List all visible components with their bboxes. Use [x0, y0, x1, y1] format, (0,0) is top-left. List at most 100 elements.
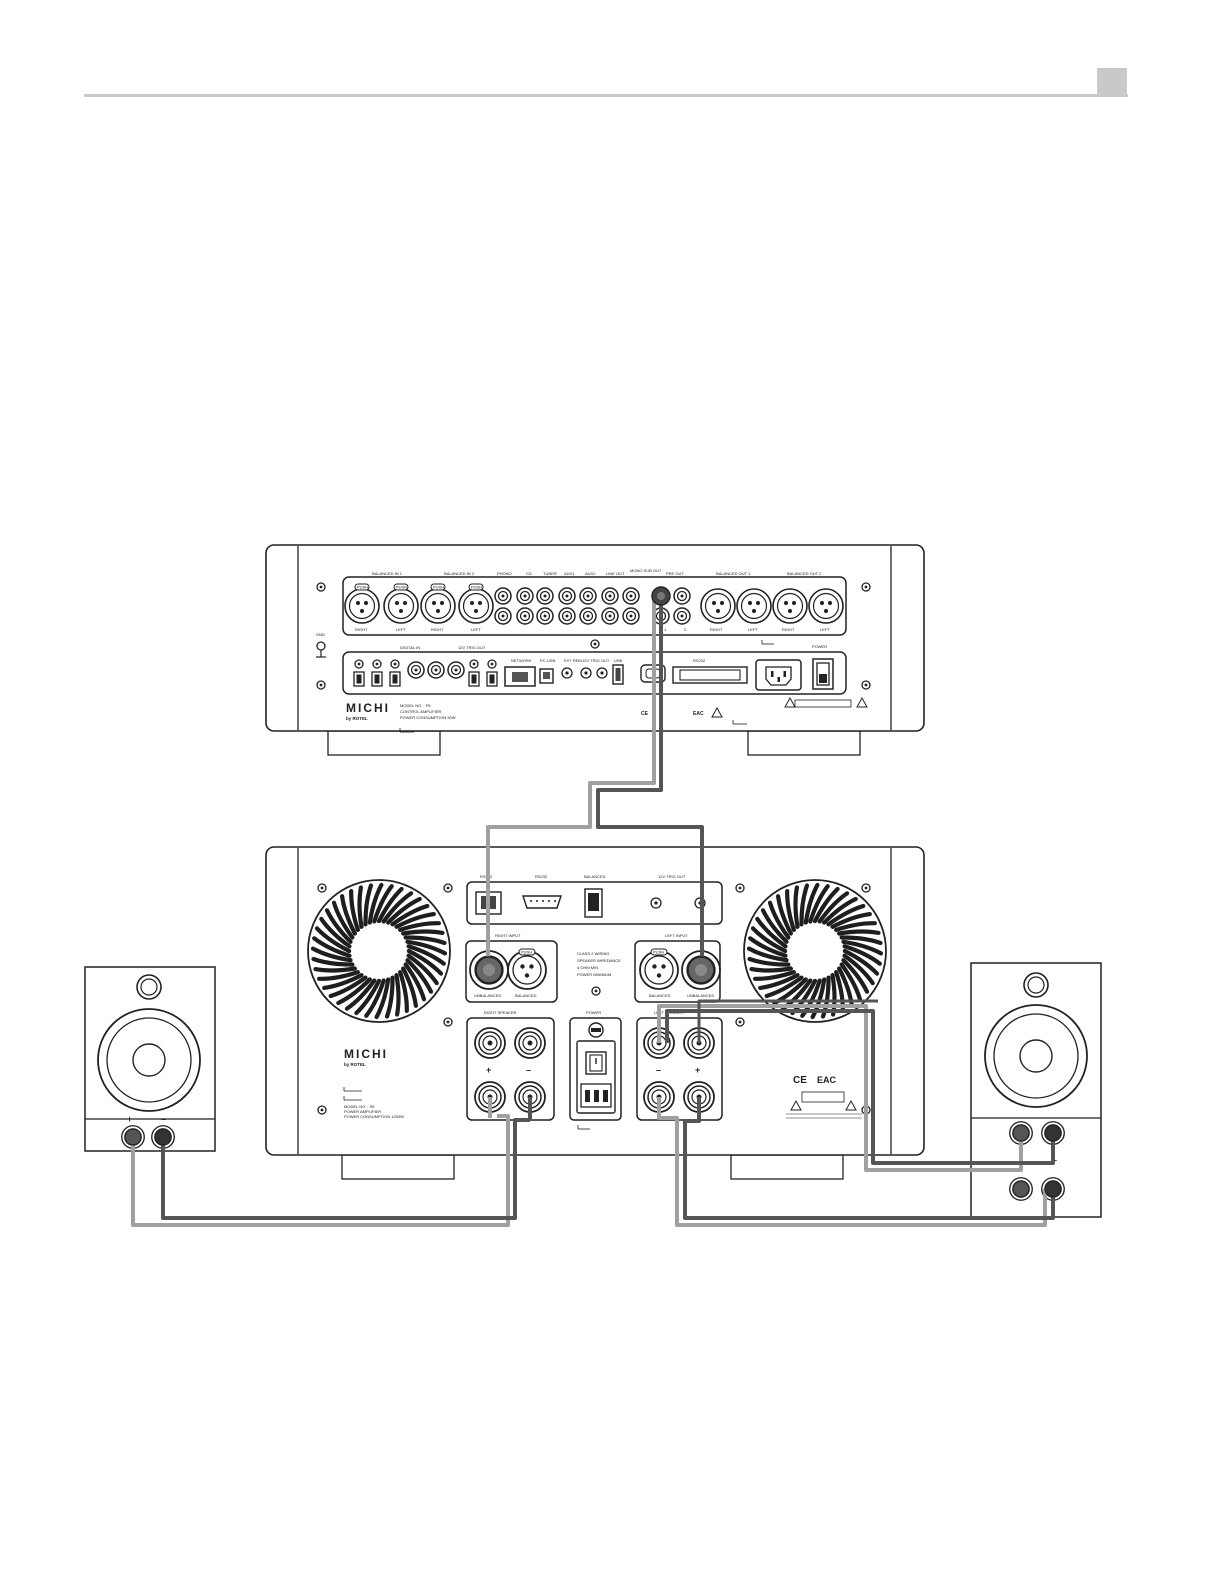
xlr-jack[interactable]: [420, 588, 456, 624]
preamp-type: CONTROL AMPLIFIER: [400, 709, 442, 714]
unbalanced-label: UNBALANCED: [474, 993, 501, 998]
fan-fin: [394, 973, 401, 1017]
fan-fin: [322, 973, 364, 990]
binding-post[interactable]: [474, 1027, 506, 1059]
label-pre-out: PRE OUT: [666, 571, 684, 576]
fan-fin: [767, 900, 791, 940]
balanced-label: BALANCED: [649, 993, 671, 998]
label-pc-usb: PC-USB: [540, 658, 555, 663]
right-input-label: RIGHT INPUT: [495, 933, 521, 938]
pre-out-2: 2: [684, 627, 687, 632]
amp-power-switch[interactable]: [585, 1051, 607, 1075]
hdmi-like-port-icon[interactable]: [672, 666, 748, 684]
screw: [316, 582, 326, 592]
fan-fin: [406, 948, 444, 976]
fan-fin: [405, 939, 448, 956]
fan-fin: [808, 884, 830, 924]
fan-fin: [357, 885, 364, 929]
right-speaker-cable: [124, 1097, 532, 1227]
left-input-xlr[interactable]: [639, 950, 679, 990]
label-mono-sub-out: MONO SUB OUT: [630, 568, 662, 573]
pc-usb-port-icon[interactable]: [539, 668, 554, 684]
label-ext-rem: EXT REM: [564, 658, 582, 663]
left-speaker-cable: [657, 999, 1062, 1227]
network-port-icon[interactable]: [504, 666, 536, 687]
xlr-out-label: LEFT: [820, 627, 830, 632]
preamp-logo-sub: by ROTEL: [346, 716, 368, 721]
usb-port-icon[interactable]: [612, 664, 624, 685]
minus-label: –: [526, 1065, 531, 1075]
fan-fin: [837, 929, 881, 936]
fan-fin: [317, 970, 360, 981]
fan-fin: [776, 894, 793, 936]
fan-fin: [753, 970, 796, 981]
label-usb: USB: [614, 658, 623, 663]
fan-fin: [372, 884, 394, 924]
fan-fin: [842, 948, 880, 976]
fan-fin: [842, 953, 875, 986]
right-input-xlr[interactable]: [507, 950, 547, 990]
class-label: CLASS 2 WIRING: [577, 951, 609, 956]
fan-fin: [764, 975, 804, 999]
left-speaker-panel: [636, 1017, 723, 1121]
label-line-out: LINE OUT: [606, 571, 625, 576]
xlr-out-label: RIGHT: [782, 627, 795, 632]
fan-fin: [401, 929, 445, 936]
fan-fin: [363, 883, 374, 927]
cables: [124, 586, 1062, 1227]
unbalanced-label: UNBALANCED: [687, 993, 714, 998]
amp-db9-port[interactable]: [522, 895, 562, 909]
balanced-label: BALANCED: [515, 993, 537, 998]
power-switch-icon[interactable]: [812, 658, 834, 690]
preamp-foot-right: [747, 730, 861, 756]
fan-fin: [340, 894, 357, 936]
fan-fin: [830, 912, 872, 929]
power-amplifier-s5: RS232 RS232 BALANCED 12V TRIG OUT RIGHT …: [265, 846, 925, 1180]
amp-mode-switch[interactable]: [584, 888, 603, 918]
trigger-jacks[interactable]: [580, 667, 608, 679]
preamp-digital-panel: [342, 651, 847, 695]
gnd-label: GND: [316, 632, 325, 637]
label-network: NETWORK: [511, 658, 532, 663]
warning-label-icon: [786, 1091, 862, 1119]
binding-post[interactable]: [514, 1027, 546, 1059]
xlr-out-label: RIGHT: [710, 627, 723, 632]
amp-label-trig: 12V TRIG OUT: [658, 874, 686, 879]
preamp-foot-left: [327, 730, 441, 756]
preamp-power: POWER CONSUMPTION 50W: [400, 715, 456, 720]
fan-fin: [324, 908, 353, 944]
fan-fin: [842, 944, 882, 966]
screw: [861, 680, 871, 690]
preamp-logo: MICHI: [346, 701, 390, 715]
fan-fin: [376, 886, 404, 924]
fuse-icon: [588, 1022, 604, 1038]
screw: [590, 639, 600, 649]
coax-inputs[interactable]: [407, 661, 465, 679]
fan-fin: [748, 936, 788, 958]
fan-fin: [319, 916, 352, 949]
ac-inlet-icon[interactable]: [755, 659, 802, 691]
fan-fin: [406, 953, 439, 986]
fan-fin: [820, 975, 831, 1019]
push-label: PUSH: [471, 585, 482, 590]
fan-fin: [364, 978, 386, 1018]
preamp-cert-ce: CE: [641, 711, 649, 717]
fan-fin: [390, 903, 430, 927]
fan-fin: [311, 956, 355, 967]
xlr-jack[interactable]: [458, 588, 494, 624]
speaker-minus: –: [161, 1114, 166, 1124]
speaker-plus: +: [127, 1114, 132, 1124]
fan-fin: [401, 966, 418, 1008]
xlr-out-label: LEFT: [748, 627, 758, 632]
ext-rem-jack[interactable]: [561, 667, 573, 679]
xlr-jack[interactable]: [344, 588, 380, 624]
fan-fin: [747, 956, 791, 967]
push-label: PUSH: [653, 950, 664, 955]
fan-fin: [822, 896, 858, 925]
label-phono: PHONO: [497, 571, 512, 576]
iec-socket-icon[interactable]: [580, 1083, 612, 1108]
xlr-jack[interactable]: [383, 588, 419, 624]
fan-fin: [405, 958, 434, 994]
xlr-label-right: RIGHT: [431, 627, 444, 632]
fan-fin: [394, 912, 436, 929]
